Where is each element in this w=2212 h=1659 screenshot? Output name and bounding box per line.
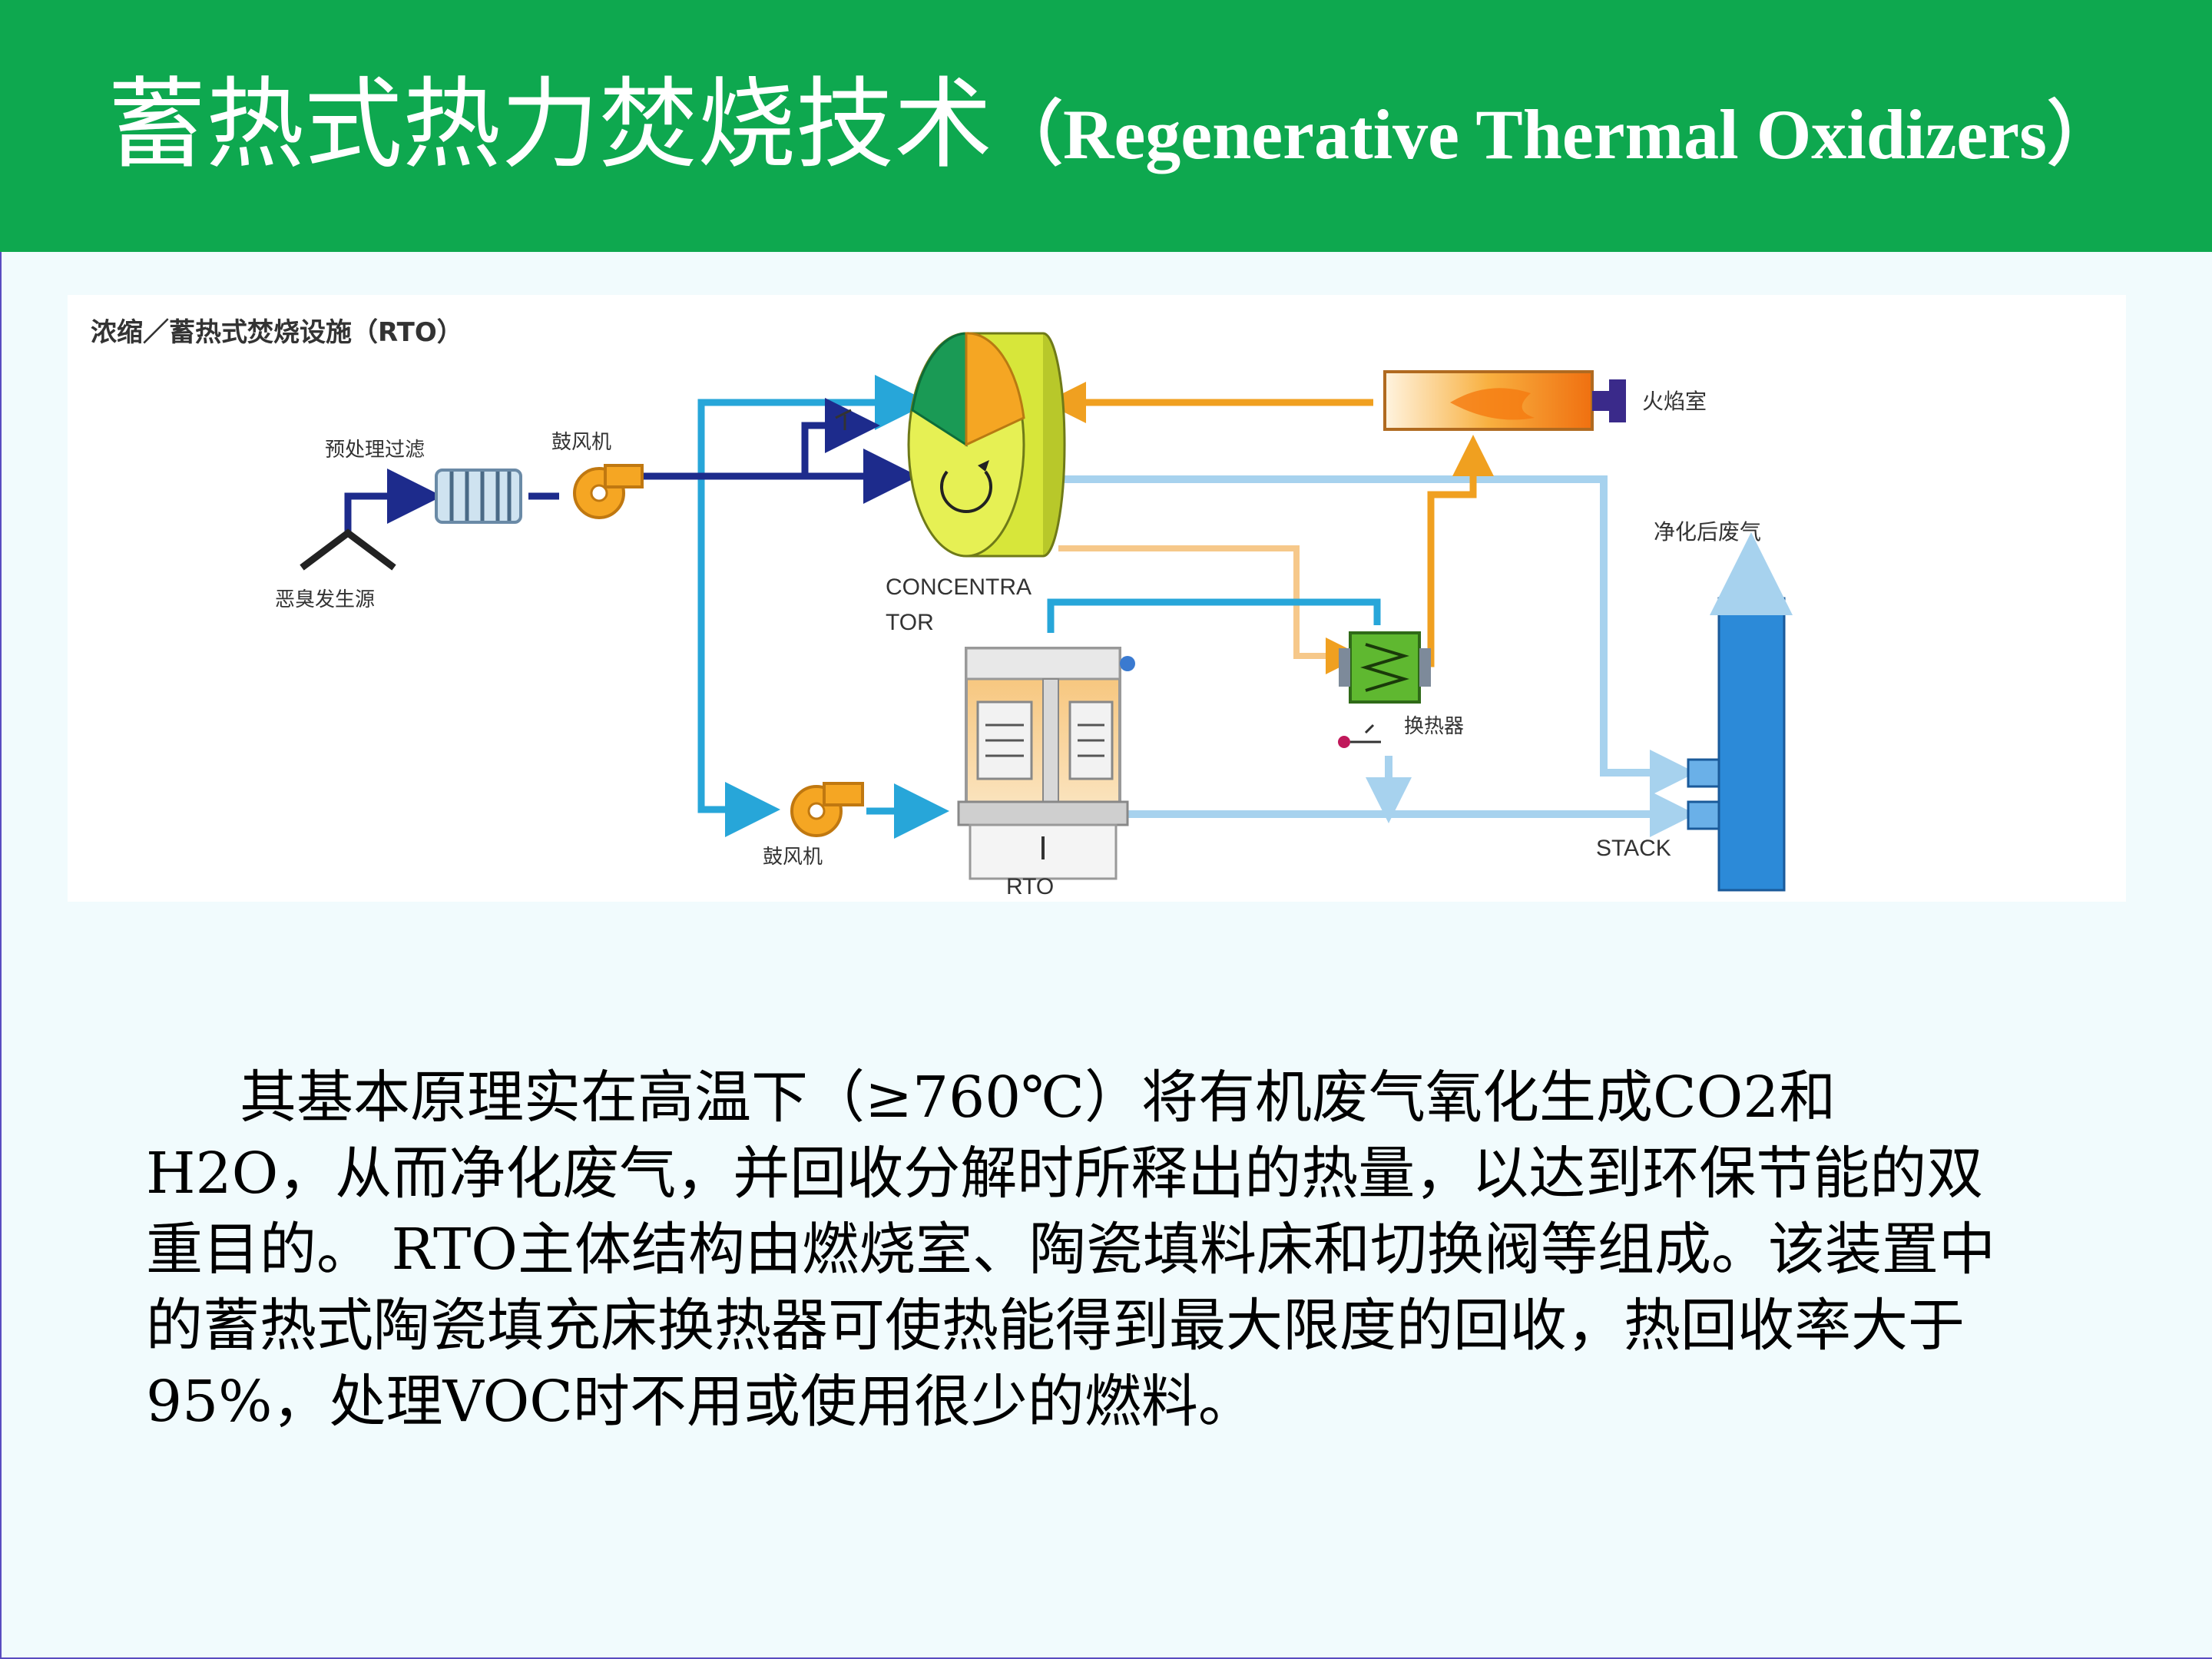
heat-exchanger bbox=[1339, 631, 1431, 704]
concentrator-wheel bbox=[907, 332, 1066, 558]
rto-to-exchanger-line bbox=[1047, 598, 1381, 633]
process-flow-svg: 浓缩／蓄热式焚烧设施（RTO） bbox=[91, 317, 1793, 899]
bypass-to-lower-blower-line bbox=[697, 472, 780, 837]
exhaust-gas-lines bbox=[344, 398, 919, 533]
concentrator-label-line1: CONCENTRA bbox=[886, 575, 1031, 600]
odor-source-label: 恶臭发生源 bbox=[275, 588, 375, 611]
blower-top-icon bbox=[573, 464, 644, 519]
process-gas-lines bbox=[697, 375, 1381, 839]
rto-label: RTO bbox=[1006, 874, 1054, 899]
frame-border-bottom bbox=[0, 1657, 2212, 1659]
frame-border-left bbox=[0, 252, 2, 1659]
valve-icon bbox=[835, 409, 852, 430]
title-chinese: 蓄热式热力焚烧技术 bbox=[108, 68, 993, 182]
title-bar: 蓄热式热力焚烧技术（Regenerative Thermal Oxidizers… bbox=[0, 0, 2212, 252]
stack-label: STACK bbox=[1596, 836, 1671, 861]
blower-bottom-label: 鼓风机 bbox=[763, 846, 823, 869]
odor-source-icon bbox=[300, 528, 396, 571]
blower-top-label: 鼓风机 bbox=[551, 431, 611, 454]
purified-gas-label: 净化后废气 bbox=[1654, 519, 1761, 545]
description-paragraph: 其基本原理实在高温下（≥760℃）将有机废气氧化生成CO2和H2O，从而净化废气… bbox=[146, 1065, 1995, 1435]
blower-to-concentrator-top-line bbox=[697, 375, 930, 472]
adsorption-zone bbox=[911, 332, 968, 447]
hot-air-lines bbox=[1045, 382, 1494, 667]
source-to-filter-line bbox=[344, 469, 442, 533]
filter-icon bbox=[435, 469, 522, 524]
title-english: （Regenerative Thermal Oxidizers） bbox=[992, 95, 2118, 174]
diagram-caption: 浓缩／蓄热式焚烧设施（RTO） bbox=[91, 317, 463, 348]
filter-label: 预处理过滤 bbox=[325, 439, 425, 462]
desorption-zone bbox=[965, 332, 1025, 447]
burner-icon bbox=[1609, 379, 1626, 422]
damper-icon bbox=[1338, 724, 1381, 748]
rto-process-diagram: 浓缩／蓄热式焚烧设施（RTO） bbox=[68, 295, 2126, 902]
stack bbox=[1687, 532, 1793, 892]
branch-line bbox=[801, 398, 880, 476]
blower-bottom-icon bbox=[790, 782, 864, 837]
rto-unit bbox=[957, 647, 1135, 880]
heat-exchanger-label: 换热器 bbox=[1404, 715, 1464, 738]
concentrator-label-line2: TOR bbox=[886, 610, 934, 635]
flame-chamber-label: 火焰室 bbox=[1642, 389, 1707, 414]
slide-title: 蓄热式热力焚烧技术（Regenerative Thermal Oxidizers… bbox=[108, 60, 2212, 200]
flame-chamber bbox=[1383, 370, 1626, 431]
concentrator-to-stack-line bbox=[1058, 475, 1696, 796]
